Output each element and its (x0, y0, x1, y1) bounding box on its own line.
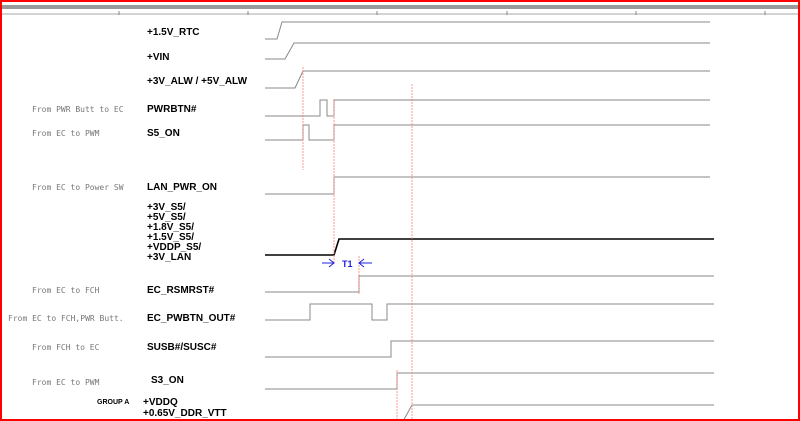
signal-source: From EC to FCH,PWR Butt. (8, 314, 124, 323)
signal-waveform (265, 70, 710, 89)
rail-label: +3V_LAN (147, 252, 192, 263)
rail-label: +VDDQ (143, 397, 178, 408)
rail-label: +VDDP_S5/ (147, 242, 202, 253)
s5-rails-label: +3V_S5/ +5V_S5/ +1.8V_S5/ +1.5V_S5/ +VDD… (147, 203, 201, 263)
signal-label: +VIN (147, 52, 170, 63)
t1-label: T1 (342, 259, 353, 269)
rail-label: +5V_S5/ (147, 212, 186, 223)
signal-label: S5_ON (147, 128, 180, 139)
signal-waveform (265, 275, 714, 293)
signal-waveform (265, 124, 710, 141)
signal-waveform (265, 176, 710, 195)
signal-source: From FCH to EC (32, 343, 100, 352)
signal-source: From PWR Butt to EC (32, 105, 124, 114)
signal-label: SUSB#/SUSC# (147, 342, 217, 353)
signal-label: +1.5V_RTC (147, 27, 200, 38)
signal-source: From EC to PWM (32, 378, 100, 387)
signal-source: From EC to PWM (32, 129, 100, 138)
rail-label: +1.8V_S5/ (147, 222, 194, 233)
t1-arrowhead-right (358, 258, 365, 268)
signal-label: PWRBTN# (147, 104, 197, 115)
signal-label: +3V_ALW / +5V_ALW (147, 76, 248, 87)
signal-waveform (265, 42, 710, 60)
rail-label: +0.65V_DDR_VTT (143, 408, 227, 419)
rail-label: +1.5V_S5/ (147, 232, 194, 243)
group-a-rails: +VDDQ +0.65V_DDR_VTT (143, 397, 227, 419)
signal-label: EC_RSMRST# (147, 285, 215, 296)
signal-source: From EC to Power SW (32, 183, 124, 192)
signal-waveform (265, 372, 714, 390)
group-a-label: GROUP A (97, 399, 130, 406)
signal-waveform (265, 303, 714, 321)
signal-label: S3_ON (151, 375, 184, 386)
rail-label: +3V_S5/ (147, 202, 186, 213)
signal-label: LAN_PWR_ON (147, 182, 218, 193)
s5-rails-waveform (265, 238, 714, 256)
signal-source: From EC to FCH (32, 286, 100, 295)
signal-waveform (265, 340, 714, 358)
top-bar (2, 5, 798, 9)
signal-waveform (403, 404, 714, 419)
t1-arrowhead-left (328, 258, 335, 268)
signal-waveform (265, 21, 710, 40)
signal-label: EC_PWBTN_OUT# (147, 313, 236, 324)
signal-waveform (265, 99, 710, 117)
